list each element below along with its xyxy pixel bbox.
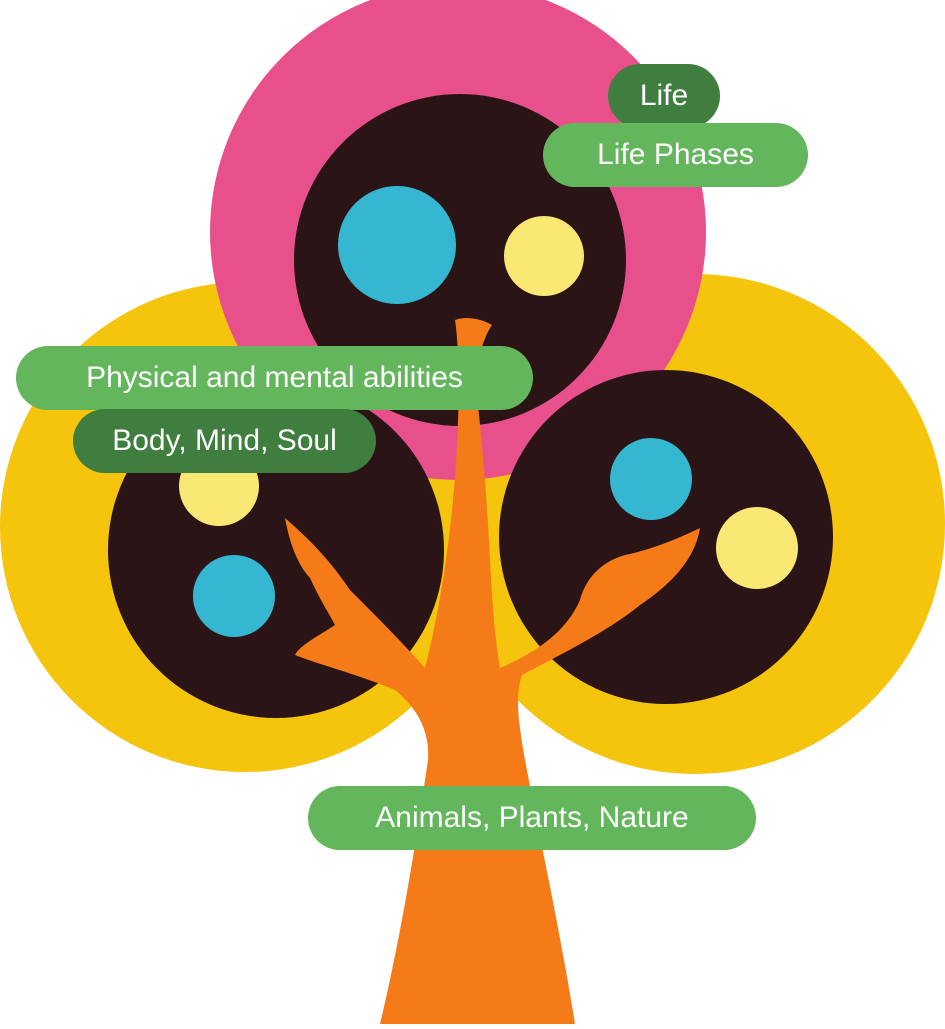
right-blue-dot [610,438,692,520]
top-dark-core [294,94,626,426]
label-animals-plants-nature[interactable]: Animals, Plants, Nature [308,786,756,850]
top-yellow-dot [504,216,584,296]
left-blue-dot [193,555,275,637]
label-physical-mental-abilities[interactable]: Physical and mental abilities [16,346,533,410]
label-life-phases[interactable]: Life Phases [543,123,808,187]
right-yellow-dot [716,507,798,589]
tree-trunk [285,317,700,1025]
label-body-mind-soul[interactable]: Body, Mind, Soul [73,409,376,473]
label-life[interactable]: Life [608,64,720,128]
top-blue-dot [338,186,456,304]
